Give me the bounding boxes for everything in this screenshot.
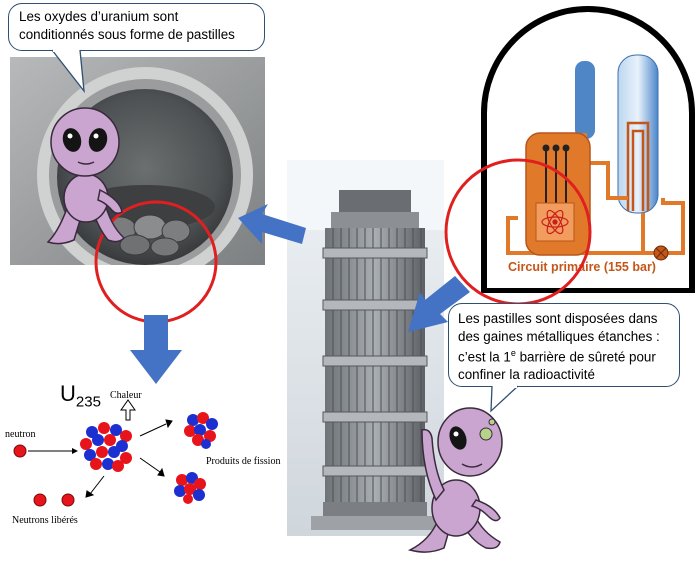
reactor-schematic-graphic xyxy=(481,6,695,294)
uranium-symbol: U235 xyxy=(60,381,101,410)
bubble-cladding-line3-post: barrière de sûreté pour xyxy=(515,349,656,365)
freed-neutron-2 xyxy=(61,493,75,507)
heat-label: Chaleur xyxy=(110,390,142,401)
fuel-assembly-photo xyxy=(287,160,444,536)
atom-icon xyxy=(541,209,569,235)
heat-arrow-icon xyxy=(120,399,136,421)
bubble-cladding-line3-sup: e xyxy=(510,348,516,358)
alien-character-right xyxy=(407,407,503,553)
fission-product-2 xyxy=(174,472,206,504)
speech-bubble-pellets: Les oxydes d’uranium sont conditionnés s… xyxy=(8,3,265,51)
flow-arrows xyxy=(130,204,470,384)
arrow-to-assembly xyxy=(408,276,470,332)
bubble-pellets-line2: conditionnés sous forme de pastilles xyxy=(19,26,235,42)
reactor-schematic xyxy=(478,3,698,294)
alien-character-left xyxy=(46,107,126,245)
pellet-photo xyxy=(10,57,265,265)
bubble-cladding-line3-pre: c’est la 1 xyxy=(458,349,511,365)
bubble-cladding-line4: confiner la radioactivité xyxy=(458,366,595,382)
uranium-letter: U xyxy=(60,381,76,406)
bubble-cladding-tail xyxy=(490,385,519,413)
bubble-cladding-line1: Les pastilles sont disposées dans xyxy=(458,311,658,326)
uranium-mass-number: 235 xyxy=(75,393,101,411)
fuel-assembly-graphic xyxy=(287,160,444,536)
bubble-pellets-tail xyxy=(51,49,85,93)
fission-product-1 xyxy=(184,412,218,449)
freed-neutrons-label: Neutrons libérés xyxy=(12,515,78,526)
freed-neutron-1 xyxy=(33,493,47,507)
bubble-cladding-line2: des gaines métalliques étanches : xyxy=(458,328,660,344)
incoming-neutron xyxy=(13,444,27,458)
uranium-nucleus xyxy=(80,422,132,472)
neutron-label: neutron xyxy=(5,429,36,440)
pump-icon xyxy=(653,245,669,261)
speech-bubble-cladding: Les pastilles sont disposées dans des ga… xyxy=(448,303,680,387)
fission-diagram xyxy=(13,399,218,507)
arrow-to-pellets xyxy=(238,204,306,244)
highlight-circle-core xyxy=(444,158,592,306)
fission-products-label: Produits de fission xyxy=(206,456,281,467)
bubble-cladding-line3: c’est la 1e barrière de sûreté pour xyxy=(458,345,670,366)
bubble-pellets-line1: Les oxydes d’uranium sont xyxy=(19,9,179,24)
arrow-to-fission xyxy=(130,315,182,384)
